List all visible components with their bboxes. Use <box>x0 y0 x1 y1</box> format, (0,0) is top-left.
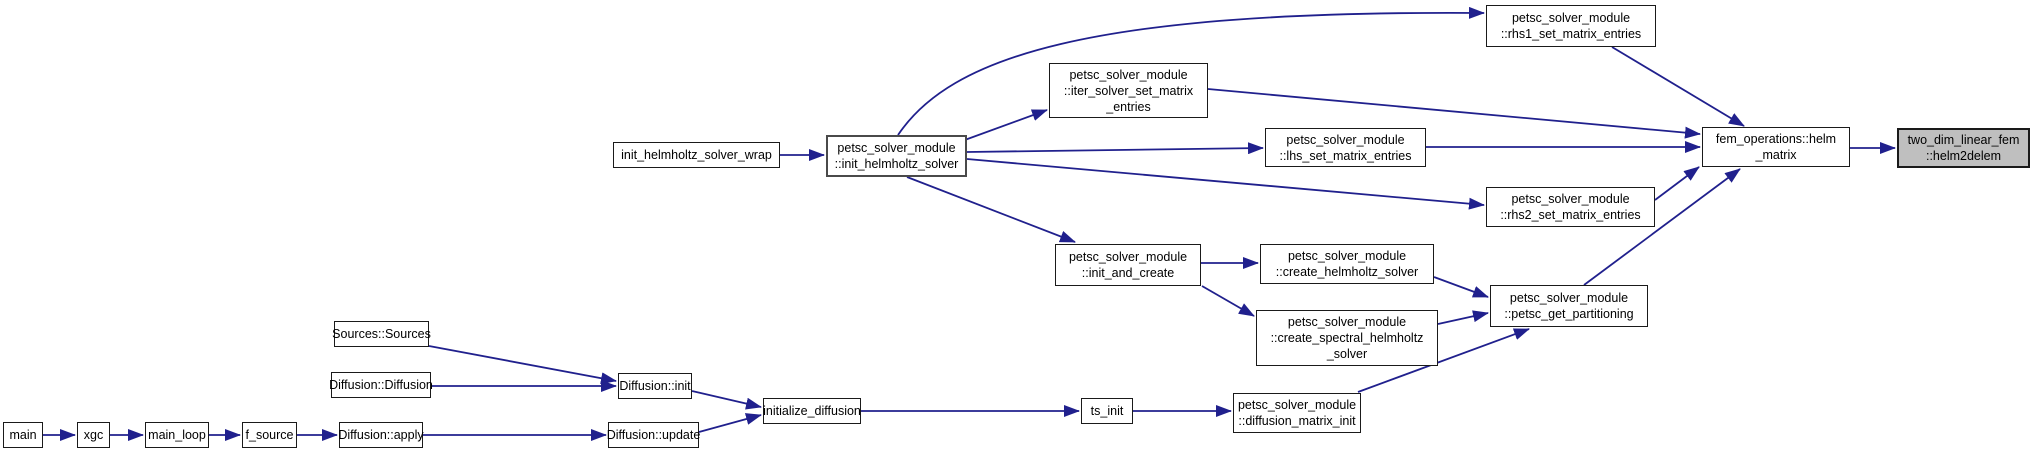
node-initialize-diffusion[interactable]: initialize_diffusion <box>763 398 861 424</box>
node-rhs2-set-matrix-entries[interactable]: petsc_solver_module ::rhs2_set_matrix_en… <box>1486 187 1655 227</box>
node-init-and-create[interactable]: petsc_solver_module ::init_and_create <box>1055 244 1201 286</box>
node-diffusion-apply[interactable]: Diffusion::apply <box>338 422 424 448</box>
edge-diffusion-init-to-initialize-diffusion <box>691 390 762 410</box>
edge-create-helmholtz-solver-to-petsc-get-partitioning <box>1433 276 1489 298</box>
edge-sources-sources-to-diffusion-init <box>428 345 617 385</box>
edge-diffusion-update-to-initialize-diffusion <box>698 413 762 433</box>
edge-petsc-get-partitioning-to-helm-matrix <box>1583 168 1741 286</box>
edge-init-helmholtz-solver-to-iter-solver-set-matrix-entries <box>961 109 1048 142</box>
node-petsc-get-partitioning[interactable]: petsc_solver_module ::petsc_get_partitio… <box>1490 285 1648 327</box>
node-main[interactable]: main <box>3 422 43 448</box>
edge-init-helmholtz-solver-to-rhs1-set-matrix-entries <box>897 6 1485 136</box>
edge-rhs1-set-matrix-entries-to-helm-matrix <box>1611 46 1745 127</box>
edge-iter-solver-set-matrix-entries-to-helm-matrix <box>1207 88 1701 139</box>
node-init-helmholtz-solver-wrap[interactable]: init_helmholtz_solver_wrap <box>613 142 780 168</box>
node-diffusion-diffusion[interactable]: Diffusion::Diffusion <box>329 372 433 398</box>
node-helm2delem[interactable]: two_dim_linear_fem ::helm2delem <box>1897 128 2030 168</box>
edge-rhs2-set-matrix-entries-to-helm-matrix <box>1654 166 1700 201</box>
node-iter-solver-set-matrix-entries[interactable]: petsc_solver_module ::iter_solver_set_ma… <box>1049 63 1208 118</box>
edge-init-helmholtz-solver-to-init-and-create <box>906 176 1076 243</box>
node-ts-init[interactable]: ts_init <box>1081 398 1133 424</box>
edge-create-spectral-helmholtz-solver-to-petsc-get-partitioning <box>1437 310 1489 325</box>
edge-init-and-create-to-create-spectral-helmholtz-solver <box>1201 285 1255 317</box>
node-diffusion-update[interactable]: Diffusion::update <box>607 422 700 448</box>
node-helm-matrix[interactable]: fem_operations::helm _matrix <box>1702 127 1850 167</box>
node-create-spectral-helmholtz-solver[interactable]: petsc_solver_module ::create_spectral_he… <box>1256 310 1438 366</box>
node-lhs-set-matrix-entries[interactable]: petsc_solver_module ::lhs_set_matrix_ent… <box>1265 128 1426 167</box>
node-create-helmholtz-solver[interactable]: petsc_solver_module ::create_helmholtz_s… <box>1260 244 1434 284</box>
node-init-helmholtz-solver[interactable]: petsc_solver_module ::init_helmholtz_sol… <box>826 135 967 177</box>
node-diffusion-init[interactable]: Diffusion::init <box>618 373 692 399</box>
node-f-source[interactable]: f_source <box>242 422 297 448</box>
edge-init-helmholtz-solver-to-rhs2-set-matrix-entries <box>966 158 1485 210</box>
node-xgc[interactable]: xgc <box>77 422 110 448</box>
node-diffusion-matrix-init[interactable]: petsc_solver_module ::diffusion_matrix_i… <box>1233 393 1361 433</box>
edge-group <box>43 6 1896 441</box>
node-rhs1-set-matrix-entries[interactable]: petsc_solver_module ::rhs1_set_matrix_en… <box>1486 5 1656 47</box>
node-sources-sources[interactable]: Sources::Sources <box>332 321 431 347</box>
edge-diffusion-matrix-init-to-petsc-get-partitioning <box>1357 328 1530 393</box>
edge-init-helmholtz-solver-to-lhs-set-matrix-entries <box>966 142 1264 155</box>
node-main-loop[interactable]: main_loop <box>145 422 209 448</box>
